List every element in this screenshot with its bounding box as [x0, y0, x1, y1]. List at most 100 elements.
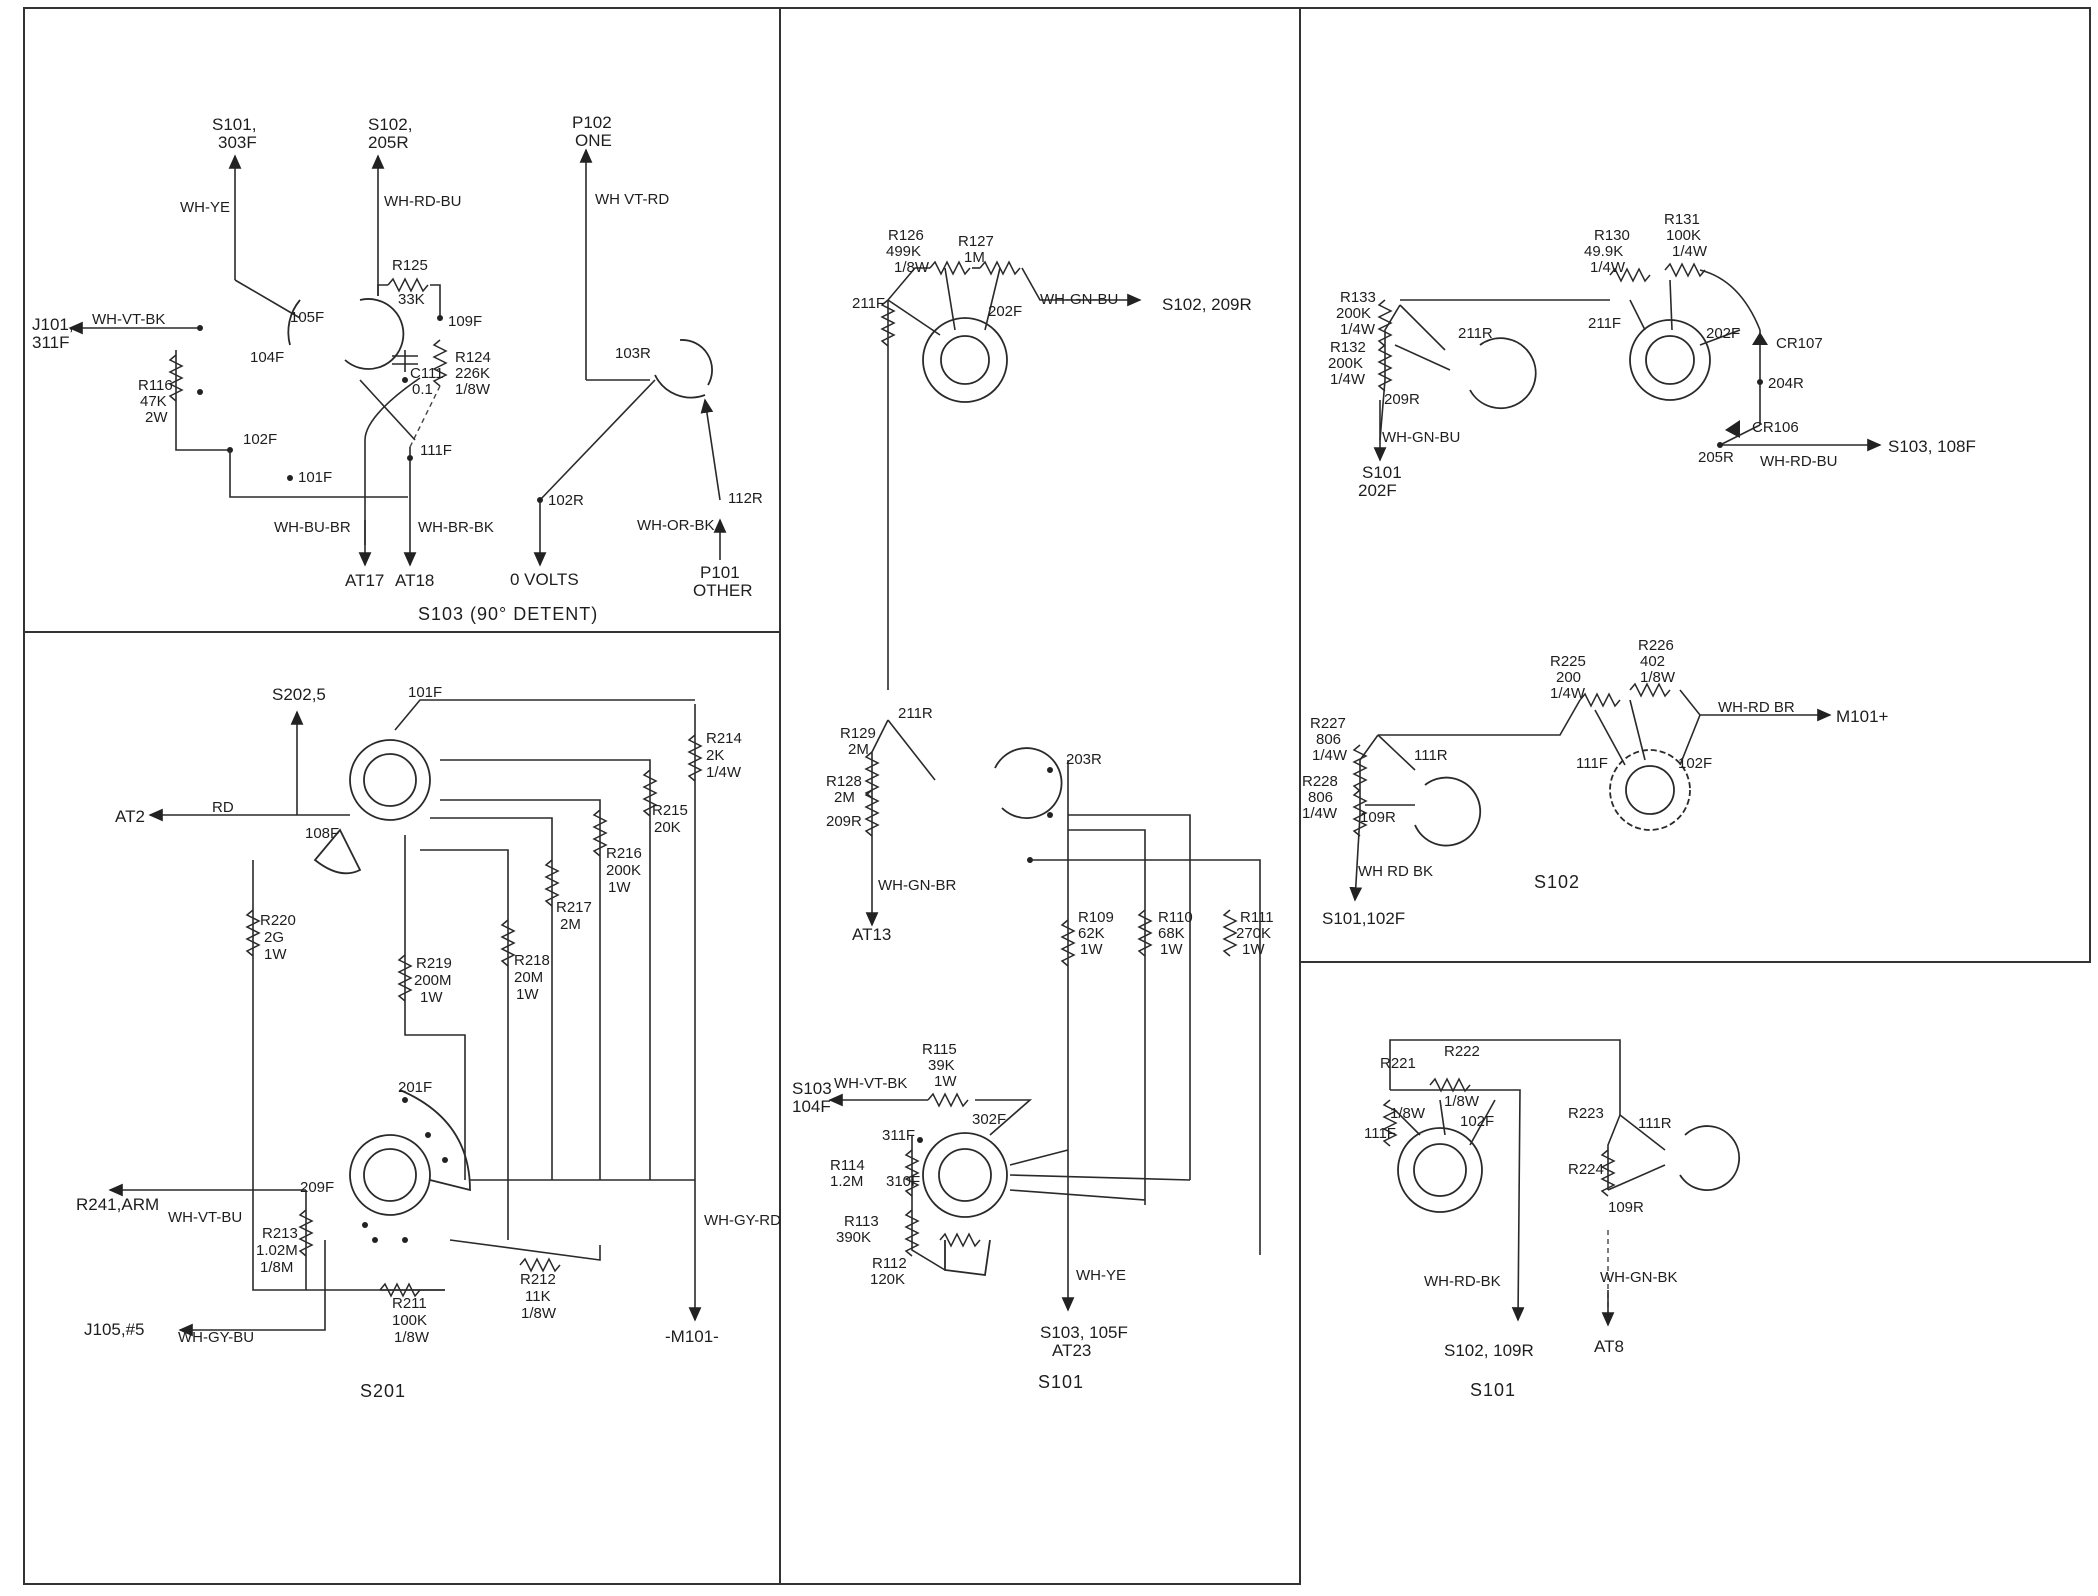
- s103-dest-s101-line1: S101,: [212, 115, 256, 134]
- s103-dest-p102-line2: ONE: [575, 131, 612, 150]
- s101m-dest-s103-105f: S103, 105F: [1040, 1323, 1128, 1342]
- s101m-term-203r: 203R: [1066, 751, 1102, 768]
- s102-r130-value: 49.9K: [1584, 243, 1623, 260]
- s103-term-111f: 111F: [420, 442, 452, 459]
- s102-wafer-111f: [1609, 749, 1691, 831]
- s103-c111-name: C111: [410, 365, 444, 382]
- s201-term-201f: 201F: [398, 1079, 432, 1096]
- s201-r220-name: R220: [260, 912, 296, 929]
- s102-term-202f: 202F: [1706, 325, 1740, 342]
- s101r-r222-power: 1/8W: [1444, 1093, 1480, 1110]
- s102-term-211r: 211R: [1458, 325, 1493, 342]
- s103-r116-name: R116: [138, 377, 173, 394]
- s101m-r111-name: R111: [1240, 909, 1274, 926]
- s102-r228-power: 1/4W: [1302, 805, 1338, 822]
- s101m-wire-wh-ye: WH-YE: [1076, 1267, 1126, 1284]
- s103-wire-wh-ye: WH-YE: [180, 199, 230, 216]
- s103-term-105f: 105F: [290, 309, 324, 326]
- s102-r131-name: R131: [1664, 211, 1700, 228]
- s102-panel: [1349, 262, 1882, 902]
- s201-r213-power: 1/8M: [260, 1259, 293, 1276]
- s201-caption: S201: [360, 1381, 406, 1401]
- s201-r218-name: R218: [514, 952, 550, 969]
- r224-resistor: [1600, 1149, 1616, 1197]
- s102-r133-power: 1/4W: [1340, 321, 1376, 338]
- s103-dest-0v: 0 VOLTS: [510, 570, 579, 589]
- s101r-r221-name: R221: [1380, 1055, 1416, 1072]
- cr106-diode: [1725, 420, 1740, 438]
- s102-r132-value: 200K: [1328, 355, 1363, 372]
- s101m-term-302f: 302F: [972, 1111, 1006, 1128]
- s102-r131-value: 100K: [1666, 227, 1701, 244]
- s101m-r109-power: 1W: [1080, 941, 1103, 958]
- s101-mid-wafer-bottom: [922, 1132, 1008, 1218]
- r110-resistor: [1137, 909, 1153, 957]
- s201-wafer-top: [349, 739, 431, 821]
- r220-resistor: [245, 909, 261, 957]
- s103-dest-j101-line1: J101,: [32, 315, 74, 334]
- r125-resistor: [387, 277, 429, 293]
- s102-r226-value: 402: [1640, 653, 1665, 670]
- s102-r131-power: 1/4W: [1672, 243, 1708, 260]
- s101m-term-202f: 202F: [988, 303, 1022, 320]
- s201-r211-name: R211: [392, 1295, 427, 1312]
- s101m-r128-name: R128: [826, 773, 862, 790]
- r132-resistor: [1377, 344, 1393, 392]
- s201-r211-value: 100K: [392, 1312, 427, 1329]
- s102-r227-power: 1/4W: [1312, 747, 1348, 764]
- s101m-r129-name: R129: [840, 725, 876, 742]
- s103-wire-wh-bu-br: WH-BU-BR: [274, 519, 351, 536]
- s103-term-112r: 112R: [728, 490, 763, 507]
- s103-term-104f: 104F: [250, 349, 284, 366]
- s101r-r223: R223: [1568, 1105, 1604, 1122]
- s201-r217-value: 2M: [560, 916, 581, 933]
- s101m-dest-s103-line2: 104F: [792, 1097, 831, 1116]
- s201-r216-power: 1W: [608, 879, 631, 896]
- r215-resistor: [642, 769, 658, 817]
- r225-resistor: [1579, 692, 1621, 708]
- s103-r125-name: R125: [392, 257, 428, 274]
- s103-c111-value: 0.1: [412, 381, 433, 398]
- r126-resistor: [929, 260, 971, 276]
- s101r-term-111f: 111F: [1364, 1125, 1396, 1142]
- s101m-term-311f: 311F: [882, 1127, 915, 1144]
- s102-term-204r: 204R: [1768, 375, 1804, 392]
- s201-r214-value: 2K: [706, 747, 724, 764]
- s201-r220-value: 2G: [264, 929, 284, 946]
- r128-resistor: [864, 789, 880, 837]
- s103-wire-wh-br-bk: WH-BR-BK: [418, 519, 494, 536]
- s102-wafer-211r: [1469, 337, 1537, 410]
- s103-dest-p102-line1: P102: [572, 113, 612, 132]
- s101m-term-211f: 211F: [852, 295, 885, 312]
- s101m-r110-name: R110: [1158, 909, 1193, 926]
- s101r-caption: S101: [1470, 1380, 1516, 1400]
- s102-term-102f: 102F: [1678, 755, 1712, 772]
- s103-dest-at17: AT17: [345, 571, 384, 590]
- s101r-r224: R224: [1568, 1161, 1604, 1178]
- s101m-r127-value: 1M: [964, 249, 985, 266]
- s102-labels: R133 200K 1/4W R132 200K 1/4W 211R 209R …: [1302, 211, 1976, 928]
- s101m-r110-value: 68K: [1158, 925, 1185, 942]
- s101m-r111-power: 1W: [1242, 941, 1265, 958]
- s101r-dest-s102-109r: S102, 109R: [1444, 1341, 1534, 1360]
- s201-r216-name: R216: [606, 845, 642, 862]
- left-column-frame: [23, 7, 781, 1585]
- s101m-r113-name: R113: [844, 1213, 879, 1230]
- s103-wire-wh-vt-rd: WH VT-RD: [595, 191, 669, 208]
- s101r-wire-wh-rd-bk: WH-RD-BK: [1424, 1273, 1501, 1290]
- s201-r217-name: R217: [556, 899, 592, 916]
- s103-r116-value: 47K: [140, 393, 167, 410]
- s101m-r112-value: 120K: [870, 1271, 905, 1288]
- s101m-r109-name: R109: [1078, 909, 1114, 926]
- s201-r213-name: R213: [262, 1225, 298, 1242]
- s201-r212-name: R212: [520, 1271, 556, 1288]
- s102-r226-name: R226: [1638, 637, 1674, 654]
- s103-r125-value: 33K: [398, 291, 425, 308]
- s103-labels: S101, 303F S102, 205R P102 ONE WH-YE WH-…: [32, 113, 763, 624]
- s201-r219-value: 200M: [414, 972, 452, 989]
- s201-panel: [108, 699, 703, 1337]
- s102-dest-s101-line2: 202F: [1358, 481, 1397, 500]
- s103-r124-power: 1/8W: [455, 381, 491, 398]
- s101m-r128-value: 2M: [834, 789, 855, 806]
- s101m-r126-name: R126: [888, 227, 924, 244]
